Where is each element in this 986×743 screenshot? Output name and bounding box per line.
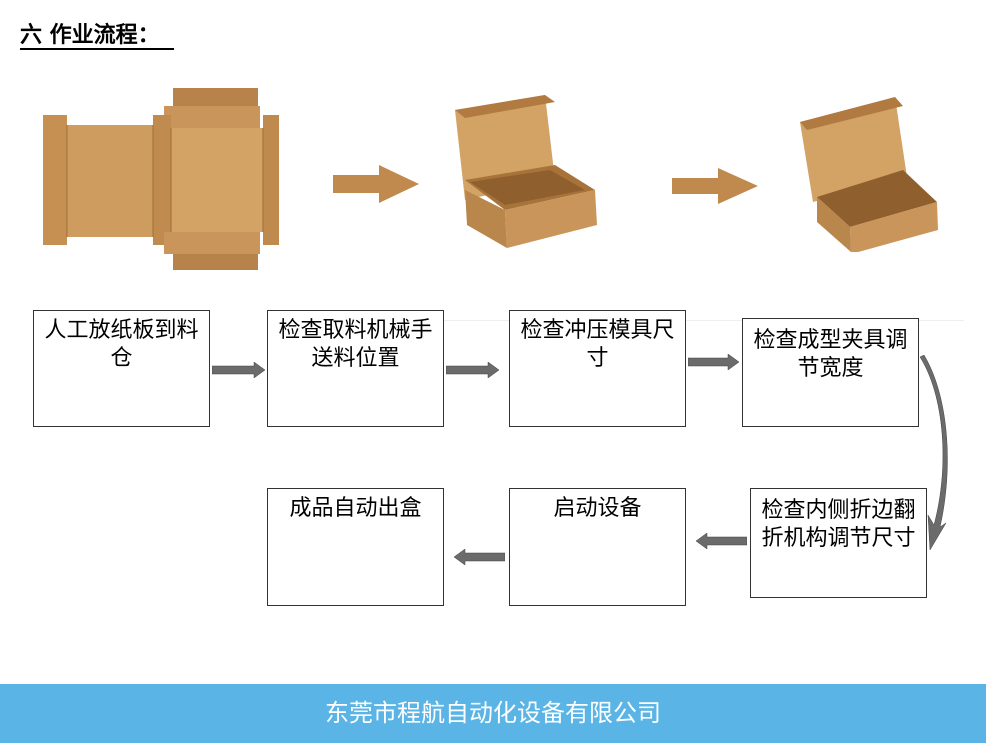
step-label: 人工放纸板到料仓	[44, 318, 199, 371]
step-box-2: 检查取料机械手送料位置	[267, 310, 444, 427]
company-name: 东莞市程航自动化设备有限公司	[325, 699, 661, 727]
step-box-4: 检查成型夹具调节宽度	[742, 318, 919, 427]
step-box-7: 成品自动出盒	[267, 488, 444, 606]
step-label: 检查取料机械手送料位置	[278, 318, 433, 371]
step-label: 检查冲压模具尺寸	[520, 318, 675, 371]
half-formed-box-image	[455, 95, 597, 248]
step-label: 启动设备	[553, 496, 642, 521]
arrow-right-icon	[672, 168, 758, 204]
step-label: 检查成型夹具调节宽度	[753, 328, 908, 381]
flat-cardboard-blank-image	[43, 88, 279, 270]
step-box-5: 检查内侧折边翻折机构调节尺寸	[750, 488, 927, 598]
flow-arrow-right-icon	[688, 354, 740, 370]
step-box-3: 检查冲压模具尺寸	[509, 310, 686, 427]
step-box-6: 启动设备	[509, 488, 686, 606]
step-label: 检查内侧折边翻折机构调节尺寸	[761, 498, 916, 551]
step-box-1: 人工放纸板到料仓	[33, 310, 210, 427]
flow-arrow-left-icon	[695, 533, 747, 549]
step-label: 成品自动出盒	[289, 496, 422, 521]
formed-box-image	[800, 97, 938, 252]
flow-arrow-right-icon	[446, 362, 500, 378]
page-title: 六 作业流程：	[20, 22, 174, 50]
arrow-right-icon	[333, 165, 419, 203]
curved-arrow-down-icon	[919, 355, 948, 551]
flow-arrow-right-icon	[212, 362, 266, 378]
flow-arrow-left-icon	[453, 549, 505, 565]
footer-banner: 东莞市程航自动化设备有限公司	[0, 684, 986, 743]
